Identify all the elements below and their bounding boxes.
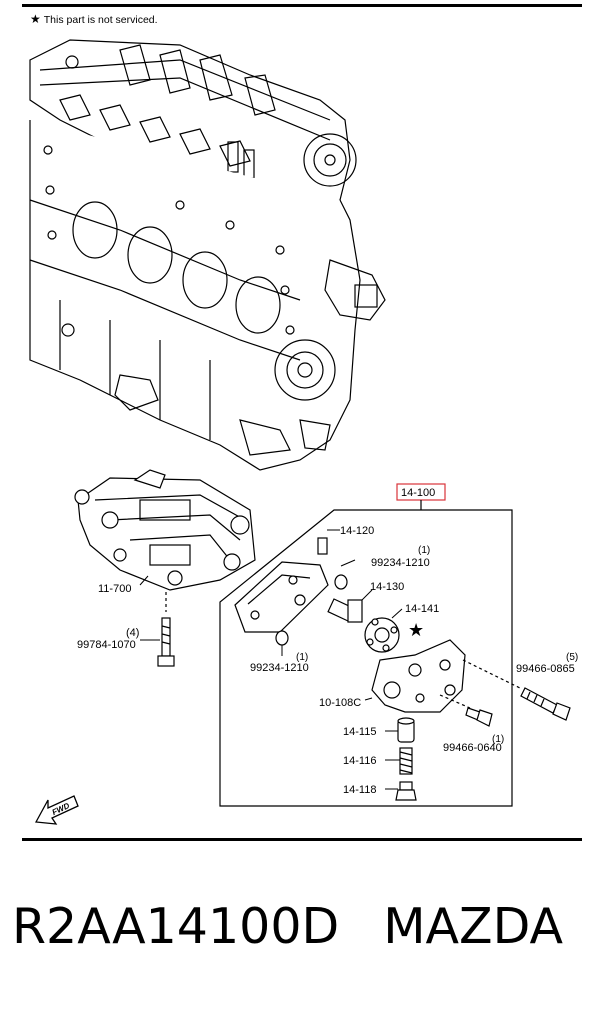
callout-bolt-long: 99466-0865	[516, 663, 575, 675]
long-bolt-drawing	[462, 659, 571, 721]
part-number: R2AA14100D	[12, 898, 340, 955]
gear-shaft-drawing	[327, 589, 373, 623]
relief-plug-drawing	[385, 781, 417, 801]
callout-bolt-balancer: 99784-1070	[77, 639, 136, 651]
star-icon: ★	[30, 12, 41, 26]
callout-assembly: 14-100	[401, 487, 435, 499]
balancer-leaders	[139, 575, 160, 641]
callout-plug-bottom: 99234-1210	[250, 662, 309, 674]
engine-block-drawing	[29, 39, 386, 471]
plug-top-drawing	[334, 559, 356, 590]
brand-name: MAZDA	[383, 898, 563, 955]
not-serviced-note: ★This part is not serviced.	[30, 12, 158, 26]
plunger-drawing	[385, 717, 415, 743]
fwd-label: FWD	[51, 801, 72, 817]
callout-plug-top: 99234-1210	[371, 557, 430, 569]
callout-plug-top-qty: (1)	[418, 545, 430, 556]
plug-bottom-drawing	[275, 630, 289, 656]
short-bolt-drawing	[439, 694, 493, 727]
balancer-bolt-drawing	[157, 592, 175, 667]
callout-bolt-short-qty: (1)	[492, 734, 504, 745]
callout-plug-bottom-qty: (1)	[296, 652, 308, 663]
pump-body-drawing	[364, 639, 466, 713]
callout-gear-shaft: 14-130	[370, 581, 404, 593]
pump-cover-drawing	[234, 537, 329, 633]
callout-spring: 14-116	[343, 755, 376, 767]
callout-bolt-balancer-qty: (4)	[126, 627, 139, 639]
bottom-rule	[22, 838, 582, 841]
rotor-drawing	[364, 608, 403, 653]
top-rule	[22, 4, 582, 7]
spring-drawing	[385, 747, 413, 775]
fwd-arrow-icon: FWD	[34, 795, 79, 825]
assembly-frame	[219, 483, 513, 807]
callout-rotor: 14-141	[405, 603, 439, 615]
not-serviced-star-icon: ★	[408, 620, 424, 640]
part-caption: R2AA14100D MAZDA	[12, 898, 592, 955]
callout-balancer: 11-700	[98, 583, 131, 595]
note-text: This part is not serviced.	[43, 14, 158, 26]
callout-bolt-long-qty: (5)	[566, 652, 578, 663]
callout-bolt-short: 99466-0640	[443, 742, 502, 754]
balancer-unit-drawing	[74, 469, 256, 591]
callout-cover: 14-120	[340, 525, 374, 537]
callout-plunger: 14-115	[343, 726, 376, 738]
callout-relief-plug: 14-118	[343, 784, 376, 796]
callout-pump-body: 10-108C	[319, 697, 361, 709]
